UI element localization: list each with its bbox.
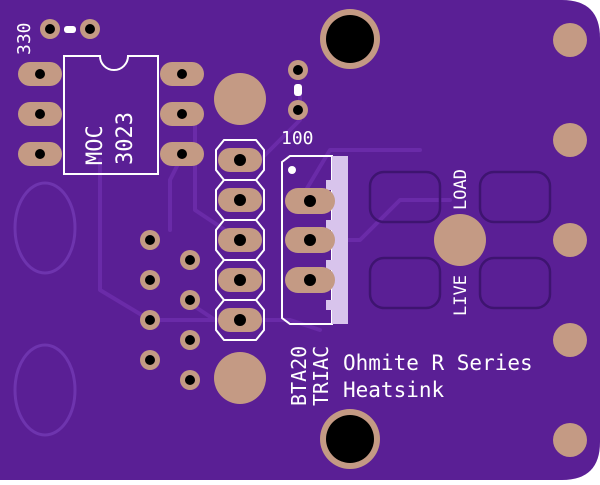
resistor-100: [288, 60, 308, 120]
mount-oval-top: [13, 181, 77, 275]
label-heatsink-line2: Heatsink: [343, 378, 445, 402]
triac-bta20: [281, 155, 348, 325]
label-bta20: BTA20: [287, 346, 311, 406]
pad-large-top: [214, 73, 266, 125]
label-moc: MOC: [83, 125, 108, 165]
resistor-330: [40, 19, 100, 39]
label-load: LOAD: [451, 169, 471, 210]
label-live: LIVE: [451, 275, 471, 316]
label-100: 100: [281, 128, 314, 149]
pin-header: [215, 139, 265, 341]
pad-large-bottom: [214, 352, 266, 404]
label-triac: TRIAC: [309, 346, 333, 406]
label-heatsink-line1: Ohmite R Series: [343, 351, 533, 375]
ic-moc3023: [18, 55, 204, 175]
mount-oval-bottom: [13, 343, 77, 437]
via-grid: [140, 230, 200, 390]
mounting-hole-top: [320, 9, 380, 69]
mounting-hole-bottom: [320, 409, 380, 469]
label-330: 330: [14, 22, 35, 55]
terminal-block: [368, 170, 552, 310]
edge-pads: [553, 23, 587, 457]
label-3023: 3023: [113, 112, 138, 165]
terminal-pad: [434, 214, 486, 266]
